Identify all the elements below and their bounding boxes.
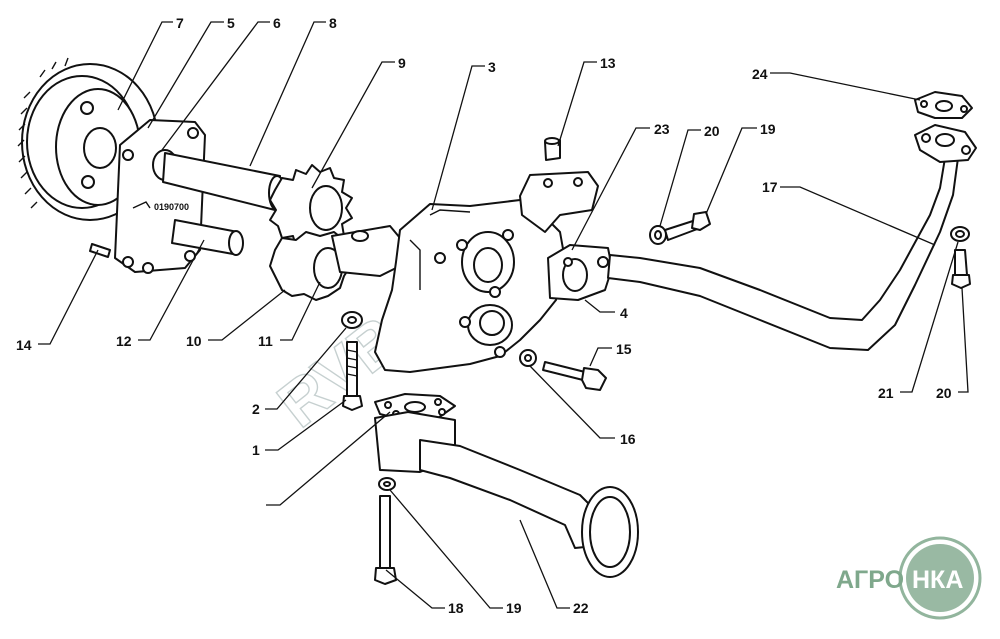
- pump-gear-10: [269, 231, 353, 301]
- cover-plate-5: [114, 119, 206, 274]
- callout-20-lower: 23: [654, 121, 670, 137]
- callout-18-right: 20: [936, 385, 952, 401]
- delivery-pipe-17: [607, 124, 977, 351]
- callout-5: 5: [227, 15, 235, 31]
- pin-14: [89, 243, 111, 258]
- svg-text:0190700: 0190700: [154, 202, 189, 212]
- part-code-label: 0190700: [132, 201, 189, 212]
- callout-3: 3: [488, 59, 496, 75]
- callout-4: 4: [620, 305, 628, 321]
- callout-labels: 7 5 6 8 9 3 13 23 20 19 24 17 4 15 16 21…: [16, 15, 952, 616]
- callout-1: 1: [252, 442, 260, 458]
- logo-circle: [906, 544, 974, 612]
- gasket-20-upper: [914, 91, 973, 119]
- bolt-1: [342, 341, 363, 411]
- callout-12: 12: [116, 333, 132, 349]
- pump-body-3: [331, 171, 599, 373]
- bolt-18-upper: [664, 211, 711, 241]
- callout-18-upper: 19: [760, 121, 776, 137]
- callout-21: 18: [448, 600, 464, 616]
- callout-16: 16: [620, 431, 636, 447]
- washer-19-upper: [649, 225, 667, 245]
- washer-22: [378, 477, 396, 491]
- callout-2: 2: [252, 401, 260, 417]
- callout-7: 7: [176, 15, 184, 31]
- agronka-logo: АГРО НКА: [836, 536, 982, 620]
- callout-6: 6: [273, 15, 281, 31]
- dowel-13: [544, 137, 561, 161]
- bolt-15: [542, 361, 607, 391]
- suction-pipe-23: [374, 411, 639, 578]
- callout-14: 14: [16, 337, 32, 353]
- washer-16: [519, 349, 537, 367]
- callout-10: 10: [186, 333, 202, 349]
- washer-2: [341, 311, 363, 329]
- pump-gear-9: [269, 164, 353, 251]
- callout-19-right: 21: [878, 385, 894, 401]
- idler-shaft-12: [171, 219, 244, 256]
- callout-19-upper: 20: [704, 123, 720, 139]
- callout-9: 9: [398, 55, 406, 71]
- washer-19-right: [950, 226, 970, 242]
- callout-22: 19: [506, 600, 522, 616]
- bolt-21: [374, 495, 397, 585]
- bolt-18-right: [951, 249, 971, 289]
- callout-11: 11: [258, 333, 273, 349]
- callout-8: 8: [329, 15, 337, 31]
- logo-text-left: АГРО: [836, 566, 904, 594]
- pipe-flange-4: [547, 244, 613, 301]
- logo-text-right: НКА: [912, 566, 963, 594]
- callout-20-upper: 24: [752, 66, 768, 82]
- callout-13: 13: [600, 55, 616, 71]
- callout-17: 17: [762, 179, 778, 195]
- leader-lines: [38, 21, 969, 609]
- callout-15: 15: [616, 341, 632, 357]
- callout-23: 22: [573, 600, 589, 616]
